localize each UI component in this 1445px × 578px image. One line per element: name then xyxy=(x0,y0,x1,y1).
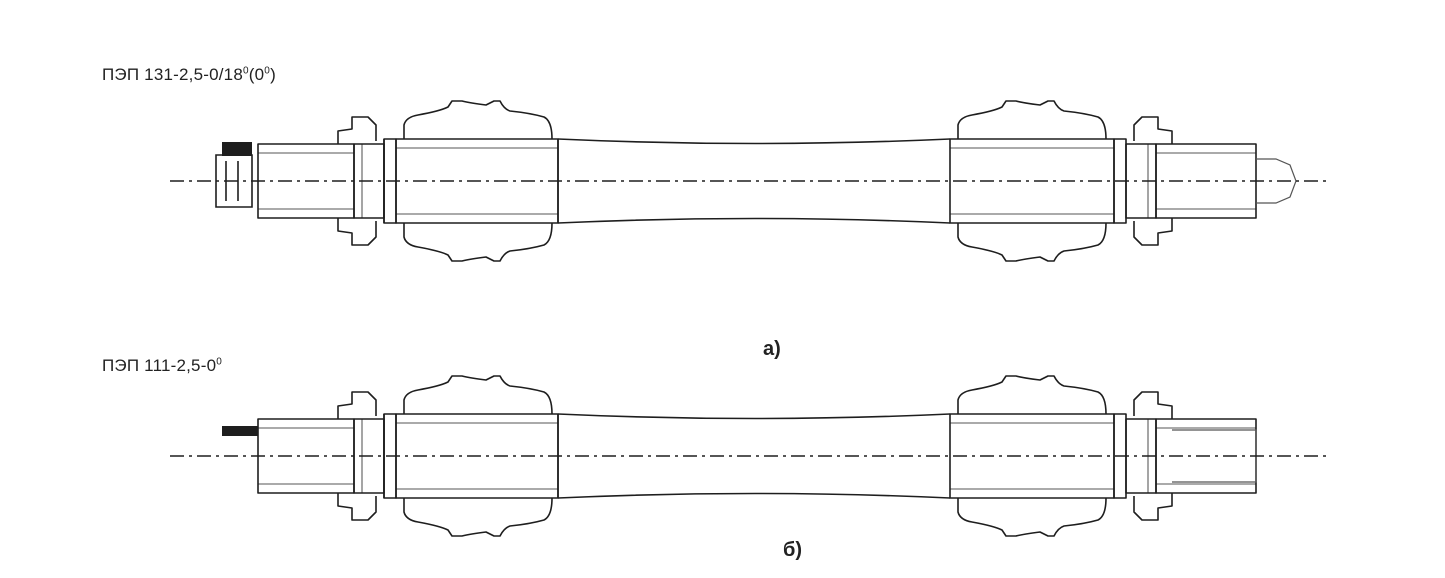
caption-a: а) xyxy=(763,338,781,360)
designation-a: ПЭП 131-2,5-0/180(00) xyxy=(102,65,276,84)
caption-b: б) xyxy=(783,539,803,561)
shaft-assembly-a xyxy=(170,100,1330,262)
designation-b: ПЭП 111-2,5-00 xyxy=(102,356,222,375)
shaft-assembly-b xyxy=(170,375,1330,537)
